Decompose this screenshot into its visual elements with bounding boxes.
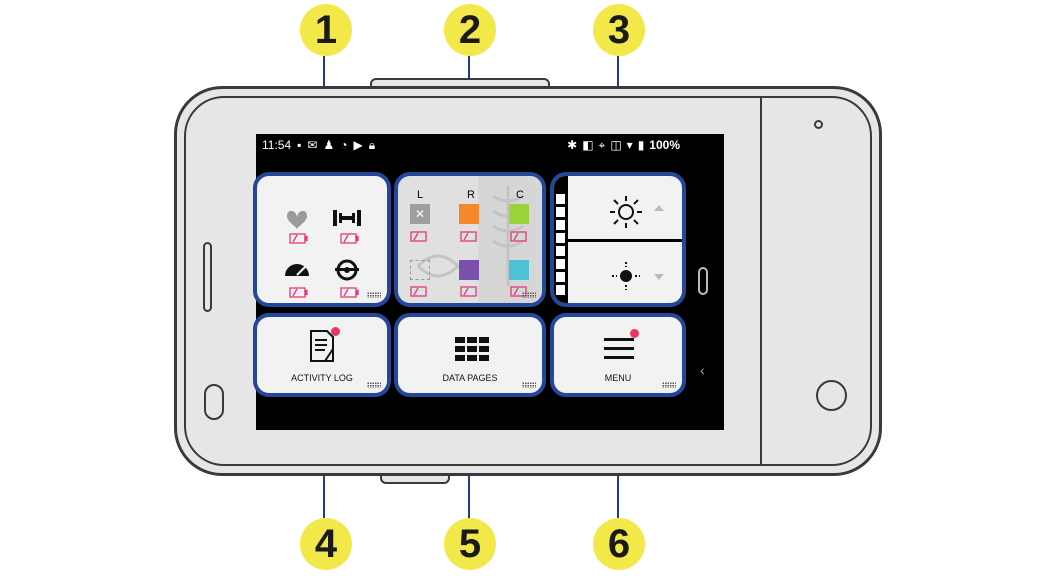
callout-1: 1 (300, 4, 352, 56)
battery-low-icon (410, 231, 427, 242)
light-label-c: C (516, 189, 524, 201)
notification-dot (630, 329, 639, 338)
speaker-slot (203, 242, 212, 312)
callout-5: 5 (444, 518, 496, 570)
document-icon (310, 330, 334, 362)
data-pages-button[interactable]: DATA PAGES (394, 313, 546, 397)
battery-low-icon (340, 233, 359, 244)
light-label-r: R (467, 189, 475, 201)
camera-icon (814, 120, 823, 129)
phone-top-button[interactable] (370, 78, 550, 88)
brightness-tile[interactable] (550, 172, 686, 307)
sync-icon: ◔ (340, 138, 348, 152)
light-center-square[interactable] (509, 204, 529, 224)
light-left-bottom-square[interactable] (410, 260, 430, 280)
sensor-icons (285, 210, 361, 298)
activity-log-label: ACTIVITY LOG (291, 373, 353, 383)
phone-divider (760, 96, 762, 466)
callout-4: 4 (300, 518, 352, 570)
battery-low-icon (340, 287, 359, 298)
light-left-square[interactable]: ✕ (410, 204, 430, 224)
notification-dot (331, 327, 340, 336)
status-time: 11:54 (262, 138, 292, 152)
more-indicator (367, 382, 381, 388)
sun-outline-icon[interactable] (608, 194, 644, 230)
hamburger-icon (604, 338, 634, 359)
callout-2: 2 (444, 4, 496, 56)
battery-percent: 100% (649, 138, 680, 152)
skeleton-background (416, 176, 542, 303)
lights-tile[interactable]: L R C ✕ (394, 172, 546, 307)
battery-icon: ▮ (637, 138, 645, 152)
light-center-bottom-square[interactable] (509, 260, 529, 280)
more-indicator (367, 292, 381, 298)
scroll-handle[interactable] (698, 267, 708, 295)
light-rear-square[interactable] (459, 204, 479, 224)
brightness-level-bar (554, 176, 568, 303)
light-label-l: L (417, 189, 424, 201)
light-rear-bottom-square[interactable] (459, 260, 479, 280)
location-icon: ⌖ (598, 137, 606, 152)
image-icon: ▪ (297, 138, 302, 152)
home-button[interactable] (816, 380, 847, 411)
battery-low-icon (410, 286, 427, 297)
power-meter-icon (333, 210, 361, 226)
speed-icon (285, 264, 309, 276)
lock-icon: 🔒︎ (368, 137, 376, 152)
menu-button[interactable]: MENU (550, 313, 686, 397)
nfc-icon: ◧ (582, 138, 594, 152)
status-bar: 11:54 ▪ ✉ ♟ ◔ ▶ 🔒︎ ✱ ◧ ⌖ ◫ ▾ ▮ 100% (256, 134, 724, 156)
activity-log-button[interactable]: ACTIVITY LOG (253, 313, 391, 397)
battery-low-icon (460, 286, 477, 297)
mail-icon: ✉ (307, 138, 318, 152)
data-pages-label: DATA PAGES (442, 373, 498, 383)
grid-icon (455, 337, 489, 361)
callout-3: 3 (593, 4, 645, 56)
play-icon: ▶ (353, 138, 363, 152)
phone-bezel (184, 96, 872, 466)
sensors-tile[interactable] (253, 172, 391, 307)
vibrate-icon: ◫ (610, 138, 622, 152)
increase-arrow-icon[interactable] (654, 205, 664, 211)
wifi-icon: ▾ (626, 138, 633, 152)
callout-6: 6 (593, 518, 645, 570)
battery-low-icon (289, 287, 308, 298)
cadence-icon (335, 259, 359, 281)
bluetooth-icon: ✱ (567, 138, 578, 152)
more-indicator (522, 382, 536, 388)
battery-low-icon (460, 231, 477, 242)
more-indicator (662, 382, 676, 388)
more-indicator (522, 292, 536, 298)
decrease-arrow-icon[interactable] (654, 274, 664, 280)
phone-bottom-button[interactable] (380, 474, 450, 484)
battery-low-icon (510, 286, 527, 297)
battery-low-icon (510, 231, 527, 242)
sun-filled-icon[interactable] (610, 260, 642, 292)
battery-low-icon (289, 233, 308, 244)
person-icon: ♟ (323, 138, 335, 152)
heart-rate-icon (287, 210, 307, 229)
brightness-divider (568, 239, 682, 242)
menu-label: MENU (604, 373, 632, 383)
back-key[interactable] (204, 384, 224, 420)
chevron-left-icon[interactable]: ‹ (700, 362, 705, 378)
